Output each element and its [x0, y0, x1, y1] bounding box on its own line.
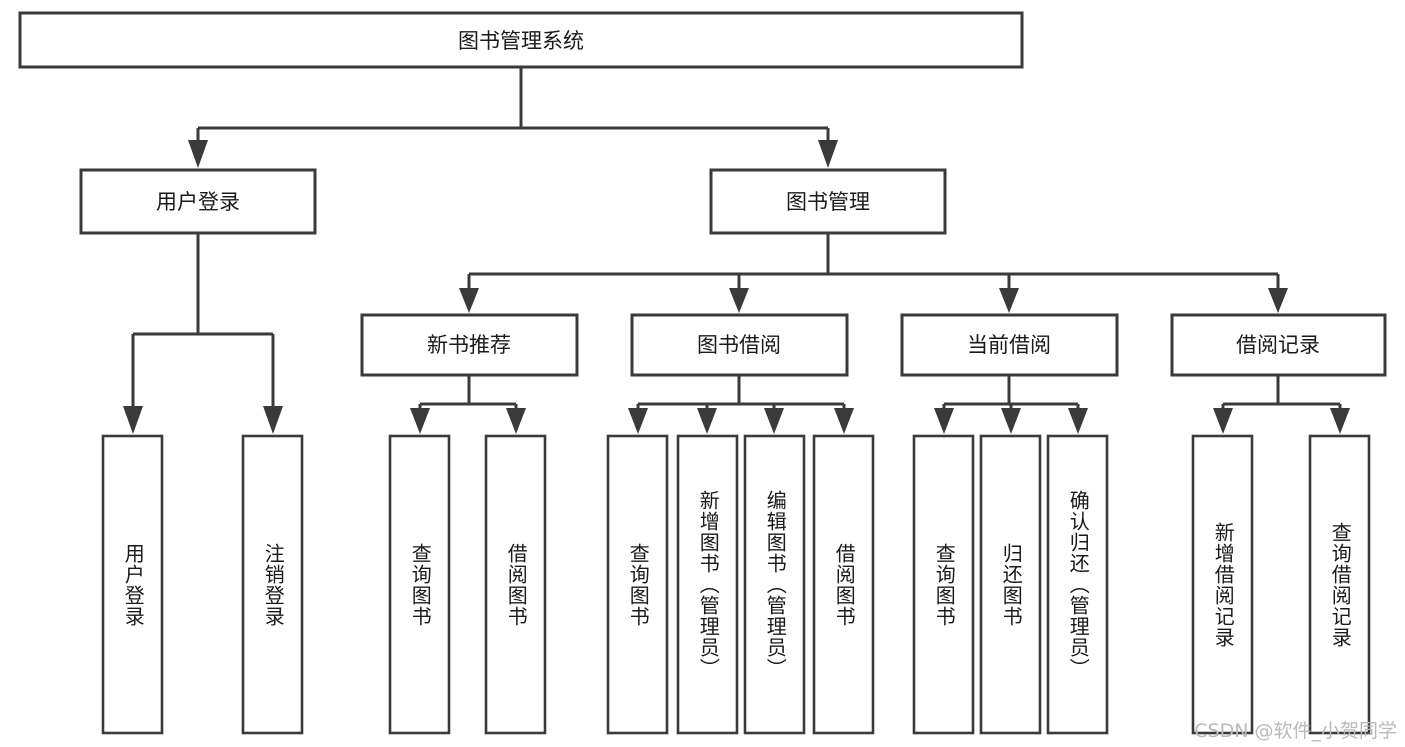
leaf-rect-5[interactable] [606, 434, 669, 735]
node-book-borrow[interactable]: 图书借阅 [630, 313, 849, 377]
arrow-head-leaf-13 [1330, 408, 1350, 434]
node-book-borrow-rect[interactable] [630, 313, 849, 377]
node-book-management[interactable]: 图书管理 [709, 168, 947, 235]
leaf-rect-2[interactable] [241, 434, 304, 735]
arrow-head-leaf-7 [764, 408, 784, 434]
node-borrow-record-label: 借阅记录 [1236, 333, 1320, 357]
leaf-rect-10[interactable] [979, 434, 1042, 735]
arrow-head-leaf-11 [1068, 408, 1088, 434]
arrow-head-leaf-10 [1001, 408, 1021, 434]
leaf-rect-12[interactable] [1191, 434, 1254, 735]
node-borrow-record[interactable]: 借阅记录 [1170, 313, 1387, 377]
node-user-login-label: 用户登录 [156, 190, 240, 214]
leaf-rect-13[interactable] [1308, 434, 1371, 735]
arrow-head-leaf-4 [506, 408, 526, 434]
leaf-rect-1[interactable] [101, 434, 164, 735]
node-current-borrow-label: 当前借阅 [967, 333, 1051, 357]
leaf-rect-7[interactable] [743, 434, 806, 735]
arrow-head-leaf-9 [934, 408, 954, 434]
leaf-rect-9[interactable] [912, 434, 975, 735]
node-new-book-recommend-rect[interactable] [360, 313, 579, 377]
leaf-rect-group [101, 434, 1371, 735]
node-user-login-rect[interactable] [79, 168, 317, 235]
connector-group [123, 67, 1350, 434]
node-new-book-recommend-label: 新书推荐 [427, 333, 511, 357]
arrow-head-borrowbook [729, 288, 749, 313]
node-root-rect[interactable] [18, 11, 1024, 69]
node-new-book-recommend[interactable]: 新书推荐 [360, 313, 579, 377]
leaf-rect-3[interactable] [388, 434, 451, 735]
arrow-head-newbook [459, 288, 479, 313]
arrow-head-leaf-12 [1213, 408, 1233, 434]
leaf-rect-6[interactable] [676, 434, 739, 735]
arrow-head-leaf-5 [628, 408, 648, 434]
leaf-rect-11[interactable] [1046, 434, 1109, 735]
arrow-head-leaf-6 [697, 408, 717, 434]
watermark: CSDN @软件_小贺同学 [1194, 720, 1397, 742]
arrow-head-bookmgmt [818, 140, 838, 168]
node-current-borrow-rect[interactable] [900, 313, 1119, 377]
arrow-head-userlogin [188, 140, 208, 168]
node-root-label: 图书管理系统 [458, 29, 584, 53]
node-root[interactable]: 图书管理系统 [18, 11, 1024, 69]
arrow-head-borrowrecord [1268, 288, 1288, 313]
node-book-borrow-label: 图书借阅 [697, 333, 781, 357]
leaf-rect-4[interactable] [484, 434, 547, 735]
node-borrow-record-rect[interactable] [1170, 313, 1387, 377]
node-book-management-label: 图书管理 [786, 190, 870, 214]
node-current-borrow[interactable]: 当前借阅 [900, 313, 1119, 377]
arrow-head-leaf-1 [123, 406, 143, 434]
arrow-head-leaf-3 [410, 408, 430, 434]
leaf-rect-8[interactable] [812, 434, 875, 735]
arrow-head-leaf-2 [263, 406, 283, 434]
arrow-head-leaf-8 [834, 408, 854, 434]
node-user-login[interactable]: 用户登录 [79, 168, 317, 235]
node-book-management-rect[interactable] [709, 168, 947, 235]
arrow-head-currentborrow [999, 288, 1019, 313]
